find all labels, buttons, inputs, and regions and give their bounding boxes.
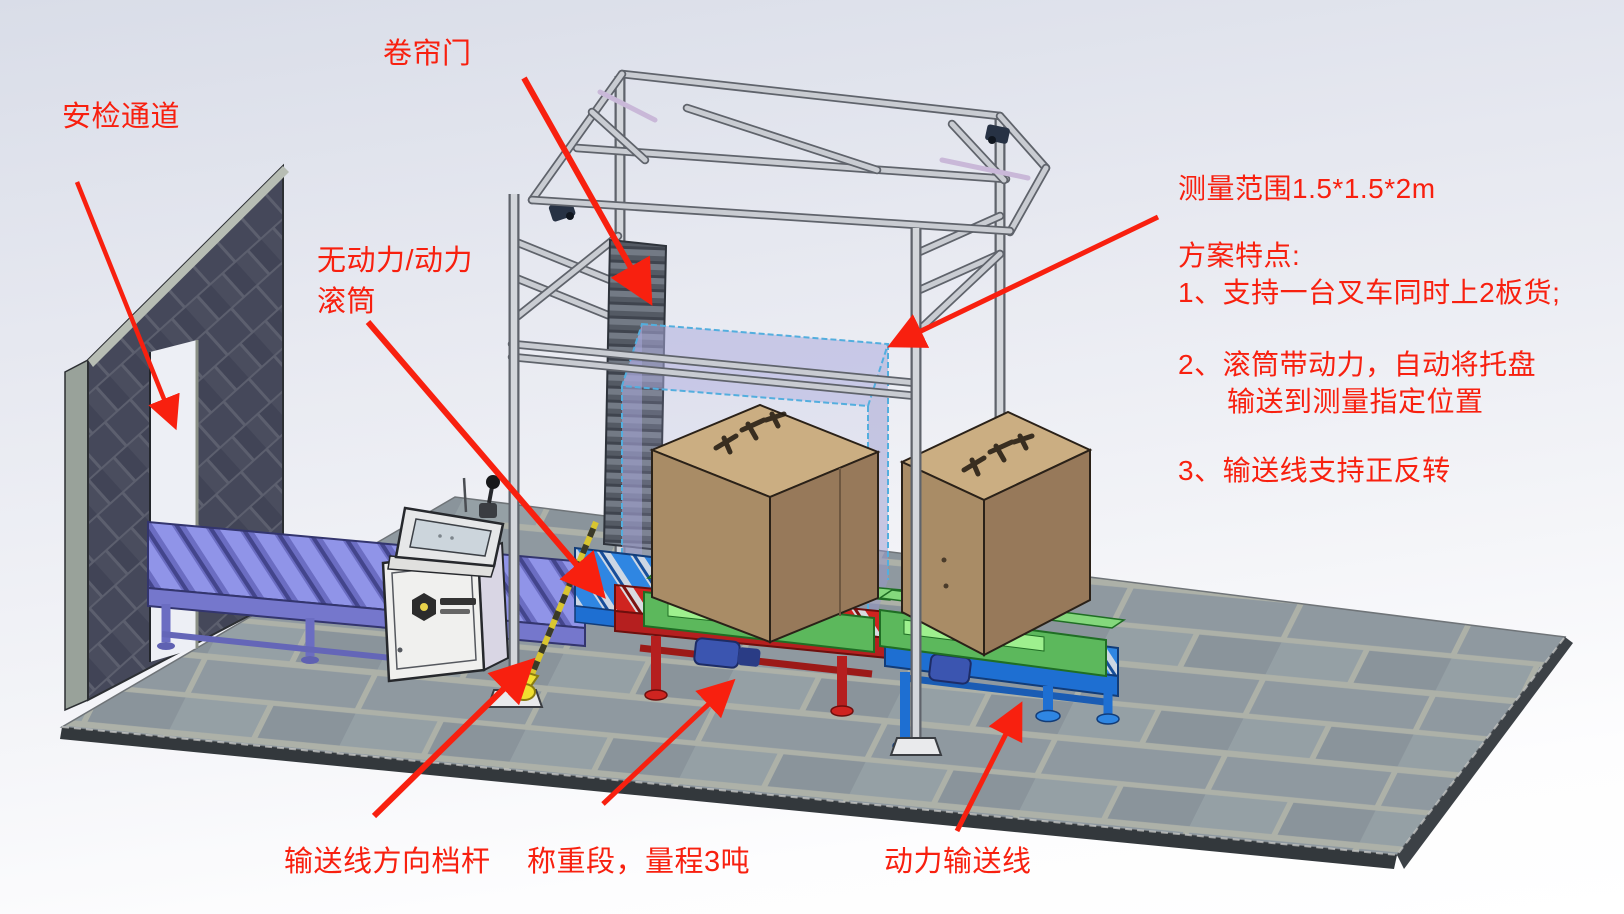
arrow-security-channel [74,181,180,431]
cargo-box-right [899,410,1093,657]
arrow-rollers [365,320,606,599]
label-rollers-line2: 滚筒 [317,286,377,319]
drive-motor-weighing [693,637,761,669]
label-security-channel: 安检通道 [62,101,181,133]
label-powered-conveyor: 动力输送线 [884,846,1032,878]
label-direction-bar: 输送线方向档杆 [284,846,491,878]
label-measure-range: 测量范围1.5*1.5*2m [1178,173,1436,204]
label-rollers-line1: 无动力/动力 [317,245,474,277]
doorway-opening [150,340,197,662]
arrow-weighing [601,678,736,806]
label-feature-3: 3、输送线支持正反转 [1178,455,1451,486]
label-rollers: 无动力/动力滚筒 [317,241,473,323]
label-feature-2a: 2、滚筒带动力，自动将托盘 [1178,349,1537,380]
cargo-box-left [649,403,881,644]
label-shutter-door: 卷帘门 [383,38,472,70]
touchscreen-panel[interactable] [394,506,505,568]
company-logo [412,593,476,621]
label-feature-2b: 输送到测量指定位置 [1227,386,1484,417]
arrow-powered-conveyor [954,701,1023,833]
label-features-title: 方案特点: [1178,240,1301,271]
arrow-measure-range [887,214,1160,348]
label-feature-1: 1、支持一台叉车同时上2板货; [1178,277,1561,308]
box-logo-marks [961,433,1035,477]
arrow-shutter-door [521,76,653,306]
joystick-handle[interactable] [479,475,500,518]
gantry-foot-right [889,737,943,756]
box-logo-marks [713,411,787,455]
antenna [462,477,468,513]
label-weighing-section: 称重段，量程3吨 [527,846,751,878]
control-cabinet [381,475,510,683]
scanner-camera-right [985,124,1010,144]
gantry-frame-front [486,194,1015,756]
annotation-arrows [74,76,1160,833]
arrow-direction-bar [371,657,536,819]
bar-ball [512,683,536,701]
